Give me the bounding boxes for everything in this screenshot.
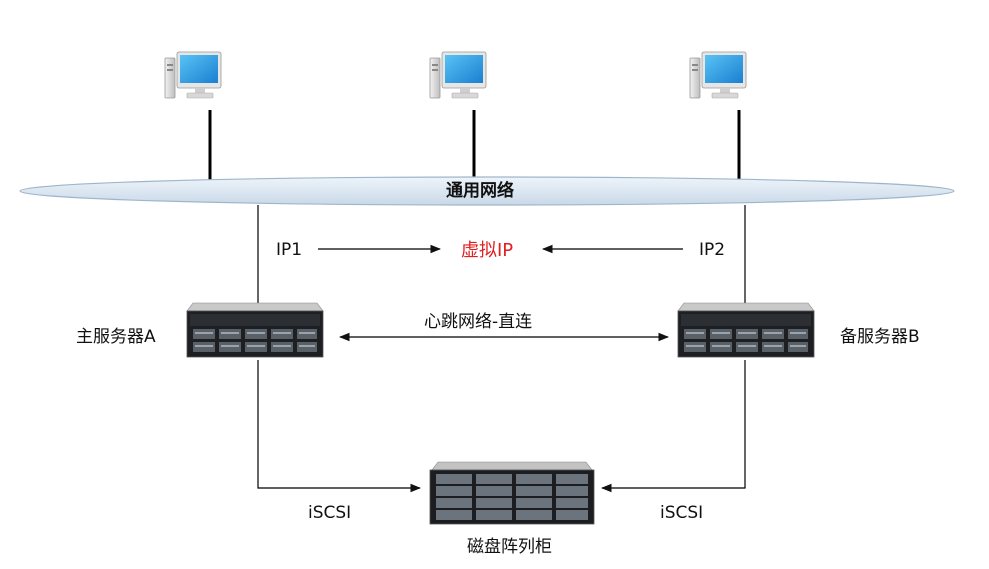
heartbeat-label: 心跳网络-直连 xyxy=(424,312,533,332)
server-b-label: 备服务器B xyxy=(840,327,920,347)
ip2-label: IP2 xyxy=(699,240,726,260)
ip1-label: IP1 xyxy=(276,240,303,260)
desktop-computer-icon xyxy=(429,51,487,99)
iscsi-right-label: iSCSI xyxy=(660,503,704,523)
disk-array-label: 磁盘阵列柜 xyxy=(467,537,552,557)
iscsi-left-link xyxy=(257,360,422,493)
disk-array-icon xyxy=(430,462,594,524)
server-a-icon xyxy=(186,302,324,358)
desktop-computer-icon xyxy=(689,51,747,99)
iscsi-right-link xyxy=(600,360,746,493)
server-a-label: 主服务器A xyxy=(76,327,156,347)
network-label: 通用网络 xyxy=(446,181,514,201)
network-bus xyxy=(19,176,955,206)
server-b-icon xyxy=(677,302,815,358)
desktop-computer-icon xyxy=(164,51,222,99)
iscsi-left-label: iSCSI xyxy=(308,503,352,523)
virtual-ip-label: 虚拟IP xyxy=(461,240,514,261)
